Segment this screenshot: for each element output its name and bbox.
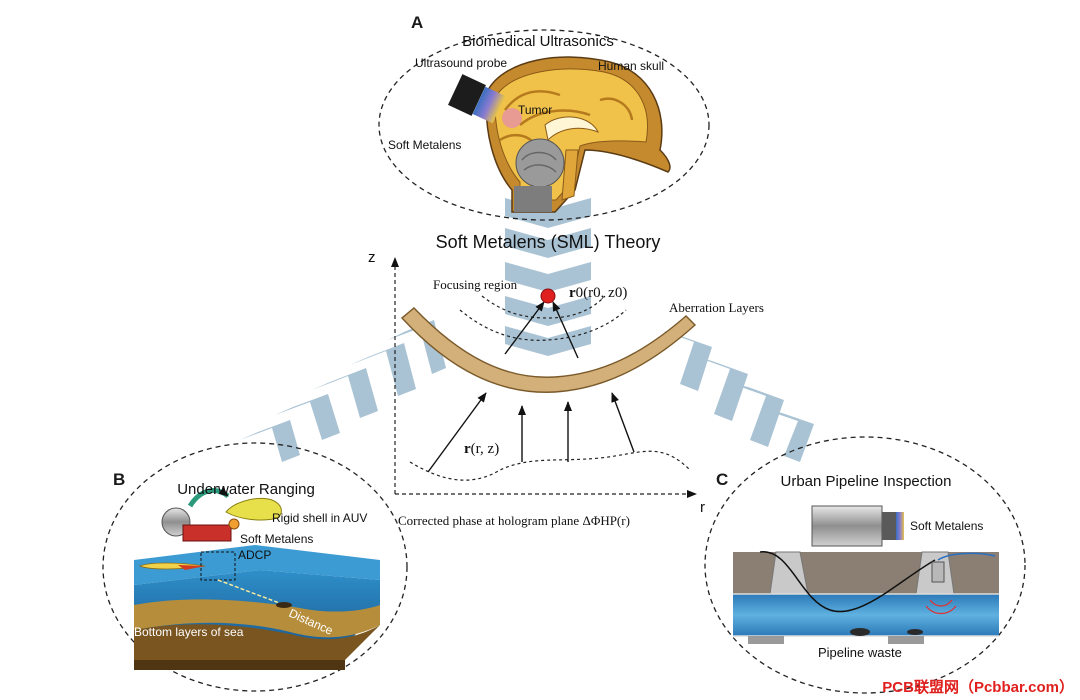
- panel-b-title: Underwater Ranging: [177, 481, 315, 498]
- label-focus-coordinates: r0(r0, z0): [569, 285, 627, 301]
- label-ultrasound-probe: Ultrasound probe: [415, 56, 507, 70]
- soft-metalens-device: [811, 505, 904, 547]
- label-human-skull: Human skull: [598, 59, 664, 73]
- auv-exploded-view: [161, 487, 282, 542]
- axis-z-label: z: [368, 249, 376, 266]
- incident-rays: [427, 392, 635, 473]
- focus-arc-outer: [459, 309, 627, 341]
- label-focusing-region: Focusing region: [433, 277, 518, 292]
- auv-vehicle: [138, 551, 292, 608]
- focusing-rays: [504, 301, 579, 359]
- label-soft-metalens-a: Soft Metalens: [388, 138, 461, 152]
- panel-c-title: Urban Pipeline Inspection: [781, 473, 952, 490]
- chevron-column-top: [505, 198, 591, 356]
- hologram-plane: [409, 450, 691, 481]
- watermark: PCB联盟网（Pcbbar.com）: [882, 678, 1074, 696]
- ray-coordinate-vector: r: [464, 441, 471, 457]
- sml-theory-title: Soft Metalens (SML) Theory: [436, 232, 661, 252]
- pipeline-scene: [733, 551, 999, 644]
- chevron-column-right: [660, 330, 814, 462]
- label-aberration-layers: Aberration Layers: [669, 300, 764, 315]
- panel-c-outline: [704, 436, 1026, 694]
- aberration-layer: [400, 307, 697, 393]
- label-soft-metalens-b: Soft Metalens: [240, 532, 313, 546]
- label-corrected-phase: Corrected phase at hologram plane ΔΦHP(r…: [398, 513, 630, 528]
- label-rigid-shell: Rigid shell in AUV: [272, 511, 367, 525]
- label-soft-metalens-c: Soft Metalens: [910, 519, 983, 533]
- ultrasound-probe: [448, 74, 506, 124]
- label-tumor: Tumor: [518, 103, 552, 117]
- brain-illustration: [485, 56, 671, 213]
- chevron-arrows: [240, 198, 814, 462]
- label-bottom-layers: Bottom layers of sea: [134, 625, 244, 639]
- chevron-column-left: [240, 320, 446, 462]
- panel-c-letter: C: [716, 470, 728, 489]
- panel-b-outline: [102, 442, 408, 692]
- focus-coordinate-rest: 0(r0, z0): [576, 285, 628, 301]
- panel-a-outline: [378, 29, 710, 221]
- axis-r-label: r: [700, 499, 705, 516]
- focus-point: [540, 288, 556, 304]
- ray-coordinate-rest: (r, z): [471, 441, 500, 457]
- label-ray-coordinates: r(r, z): [464, 441, 499, 457]
- focus-coordinate-vector: r: [569, 285, 576, 301]
- panel-a-title: Biomedical Ultrasonics: [462, 33, 614, 50]
- focus-arc-inner: [481, 295, 606, 319]
- panel-b-letter: B: [113, 470, 125, 489]
- sea-scene: [134, 545, 380, 670]
- label-adcp: ADCP: [238, 548, 271, 562]
- label-pipeline-waste: Pipeline waste: [818, 645, 902, 660]
- panel-a-letter: A: [411, 13, 423, 32]
